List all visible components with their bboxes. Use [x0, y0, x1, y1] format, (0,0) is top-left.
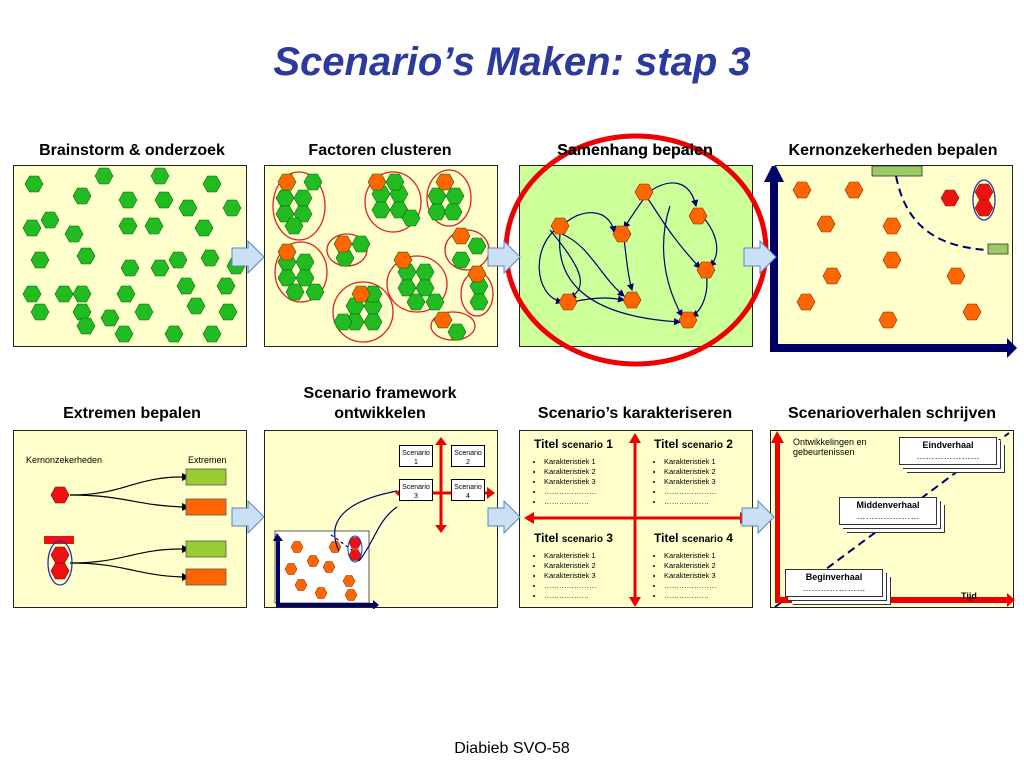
list-item: Karakteristiek 1: [664, 457, 717, 467]
framework-scenario-2: Scenario 2: [451, 445, 485, 467]
list-item: Karakteristiek 1: [544, 551, 597, 561]
label-samenhang-overlay: Samenhang bepalen: [557, 142, 713, 159]
list-item: Karakteristiek 2: [544, 561, 597, 571]
kernonzekerheden-label: Kernonzekerheden: [26, 455, 103, 465]
panel-brainstorm: [13, 165, 247, 347]
footer-text: Diabieb SVO-58: [454, 740, 570, 757]
quadrant-list-4: Karakteristiek 1Karakteristiek 2Karakter…: [652, 551, 717, 601]
page-title: Scenario’s Maken: stap 3: [273, 40, 751, 84]
uncertainty-axes: [792, 166, 1009, 329]
story-middenverhaal: Middenverhaal…………………: [839, 497, 937, 525]
label-framework: Scenario framework ontwikkelen: [303, 385, 457, 422]
list-item: Karakteristiek 3: [664, 477, 717, 487]
quadrant-list-1: Karakteristiek 1Karakteristiek 2Karakter…: [532, 457, 597, 507]
list-item: Karakteristiek 2: [664, 467, 717, 477]
panel-kernonzekerheden: [775, 165, 1013, 347]
label-extremen: Extremen bepalen: [63, 405, 201, 422]
quadrant-title-1: Titel scenario 1: [534, 437, 613, 451]
arrow-1-2: [231, 240, 265, 274]
panel-samenhang: [519, 165, 753, 347]
axis-label-ontwikkelingen: Ontwikkelingen en gebeurtenissen: [793, 437, 867, 457]
extremen-diagram: [44, 468, 227, 586]
list-item: ………………: [544, 591, 597, 601]
list-item: Karakteristiek 3: [544, 477, 597, 487]
list-item: Karakteristiek 3: [664, 571, 717, 581]
list-item: Karakteristiek 2: [544, 467, 597, 477]
list-item: Karakteristiek 1: [664, 551, 717, 561]
story-beginverhaal: Beginverhaal…………………: [785, 569, 883, 597]
label-brainstorm: Brainstorm & onderzoek: [39, 142, 225, 159]
green-hexagons: [22, 167, 246, 343]
label-kernonzekerheden: Kernonzekerheden bepalen: [788, 142, 998, 159]
arrow-3-4: [743, 240, 777, 274]
list-item: …………………: [664, 487, 717, 497]
arrow-5-6: [231, 500, 265, 534]
framework-diagram: [273, 437, 495, 609]
quadrant-title-4: Titel scenario 4: [654, 531, 733, 545]
highlight-circle: [503, 133, 769, 367]
story-eindverhaal: Eindverhaal…………………: [899, 437, 997, 465]
panel-karakteriseren: Titel scenario 1 Titel scenario 2 Titel …: [519, 430, 753, 608]
list-item: Karakteristiek 1: [544, 457, 597, 467]
framework-scenario-1: Scenario 1: [399, 445, 433, 467]
list-item: ………………: [664, 497, 717, 507]
quadrant-title-2: Titel scenario 2: [654, 437, 733, 451]
list-item: …………………: [664, 581, 717, 591]
quadrant-title-3: Titel scenario 3: [534, 531, 613, 545]
list-item: …………………: [544, 581, 597, 591]
causal-network: [538, 182, 718, 329]
hexagon-clusters: [272, 169, 494, 343]
arrow-6-7: [487, 500, 521, 534]
panel-factoren: [264, 165, 498, 347]
panel-extremen: Kernonzekerheden Extremen: [13, 430, 247, 608]
axis-kernonzekerheden: [764, 166, 1017, 358]
list-item: Karakteristiek 3: [544, 571, 597, 581]
framework-scenario-3: Scenario 3: [399, 479, 433, 501]
panel-framework: Scenario 1 Scenario 2 Scenario 3 Scenari…: [264, 430, 498, 609]
arrow-7-8: [741, 500, 775, 534]
arrow-2-3: [487, 240, 521, 274]
label-verhalen: Scenarioverhalen schrijven: [787, 405, 997, 422]
axis-label-tijd: Tijd: [961, 591, 977, 601]
list-item: Karakteristiek 2: [664, 561, 717, 571]
extremen-label: Extremen: [188, 455, 227, 465]
quadrant-list-3: Karakteristiek 1Karakteristiek 2Karakter…: [532, 551, 597, 601]
framework-scenario-4: Scenario 4: [451, 479, 485, 501]
quadrant-list-2: Karakteristiek 1Karakteristiek 2Karakter…: [652, 457, 717, 507]
label-samenhang: Samenhang bepalen: [557, 142, 713, 159]
list-item: ………………: [664, 591, 717, 601]
label-factoren: Factoren clusteren: [308, 142, 452, 159]
label-karakteriseren: Scenario’s karakteriseren: [537, 405, 733, 422]
list-item: …………………: [544, 487, 597, 497]
list-item: ………………: [544, 497, 597, 507]
panel-verhalen: Ontwikkelingen en gebeurtenissen Tijd Ei…: [770, 430, 1015, 608]
